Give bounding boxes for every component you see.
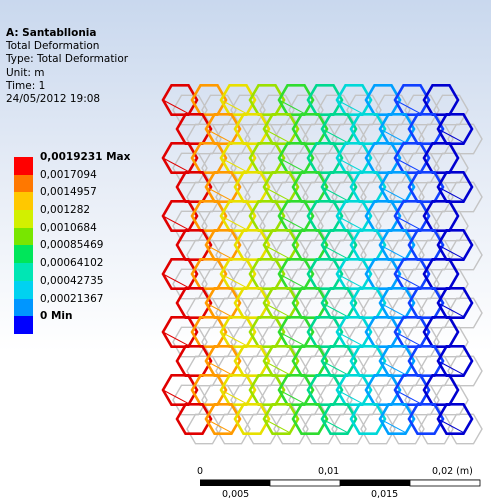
legend-swatch [14,210,33,228]
undeformed-outline [172,94,483,445]
legend-swatch [14,157,33,175]
legend-label: 0,00085469 [40,239,104,252]
legend-swatch [14,227,33,246]
scale-ruler-segment [409,479,481,487]
scale-label-0: 0 [197,466,203,477]
legend-label: 0,00064102 [40,257,104,270]
result-type: Type: Total Deformatior [6,53,129,66]
scale-ruler-segment [269,479,341,487]
legend-swatch [14,245,33,264]
result-info-block: A: Santabllonia Total Deformation Type: … [6,27,128,106]
legend-swatch [14,192,33,211]
legend-label: 0,001282 [40,204,91,217]
result-time: Time: 1 [6,79,46,92]
scale-ruler-segment [340,480,410,486]
deformed-cells [161,83,474,436]
legend-swatch [14,298,33,317]
scale-label-three-quarter: 0,015 [371,489,398,500]
result-unit: Unit: m [6,66,45,79]
legend-swatch [14,280,33,299]
result-date: 24/05/2012 19:08 [6,93,101,106]
result-name: Total Deformation [6,40,100,53]
deformed-mesh-model[interactable] [150,60,485,455]
scale-label-max: 0,02 (m) [432,466,473,477]
scale-label-mid: 0,01 [318,466,339,477]
legend-label: 0,0014957 [40,186,97,199]
legend-swatch [14,263,33,281]
legend-label: 0,00042735 [40,274,104,287]
scale-label-quarter: 0,005 [222,489,249,500]
legend-label: 0,0017094 [40,168,97,181]
legend-label-min: 0 Min [40,310,73,323]
legend-label-max: 0,0019231 Max [40,151,131,163]
legend-label: 0,00021367 [40,292,104,305]
legend-label: 0,0010684 [40,221,97,234]
legend-swatch [14,316,33,334]
legend-swatch [14,174,33,193]
result-title: A: Santabllonia [6,27,97,39]
scale-ruler-segment [200,480,270,486]
